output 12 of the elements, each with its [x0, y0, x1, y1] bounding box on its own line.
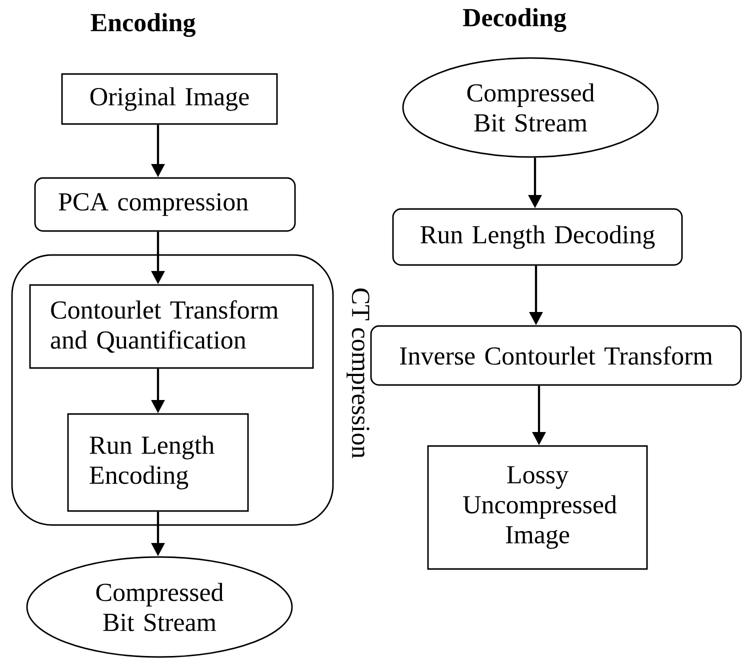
column-heading: Decoding — [462, 8, 566, 32]
rounded-box: PCA compression — [34, 177, 296, 232]
process-box: Run Length Encoding — [67, 413, 249, 512]
ellipse-node: Compressed Bit Stream — [402, 57, 659, 158]
ellipse-node: Compressed Bit Stream — [26, 556, 293, 658]
rounded-box: Run Length Decoding — [392, 208, 683, 266]
column-heading: Encoding — [90, 13, 196, 37]
group-label: CT compression — [346, 288, 370, 458]
rounded-box: Inverse Contourlet Transform — [370, 325, 742, 386]
process-box: Original Image — [61, 73, 278, 125]
process-box: Lossy Uncompressed Image — [427, 445, 648, 570]
process-box: Contourlet Transform and Quantification — [29, 284, 314, 369]
